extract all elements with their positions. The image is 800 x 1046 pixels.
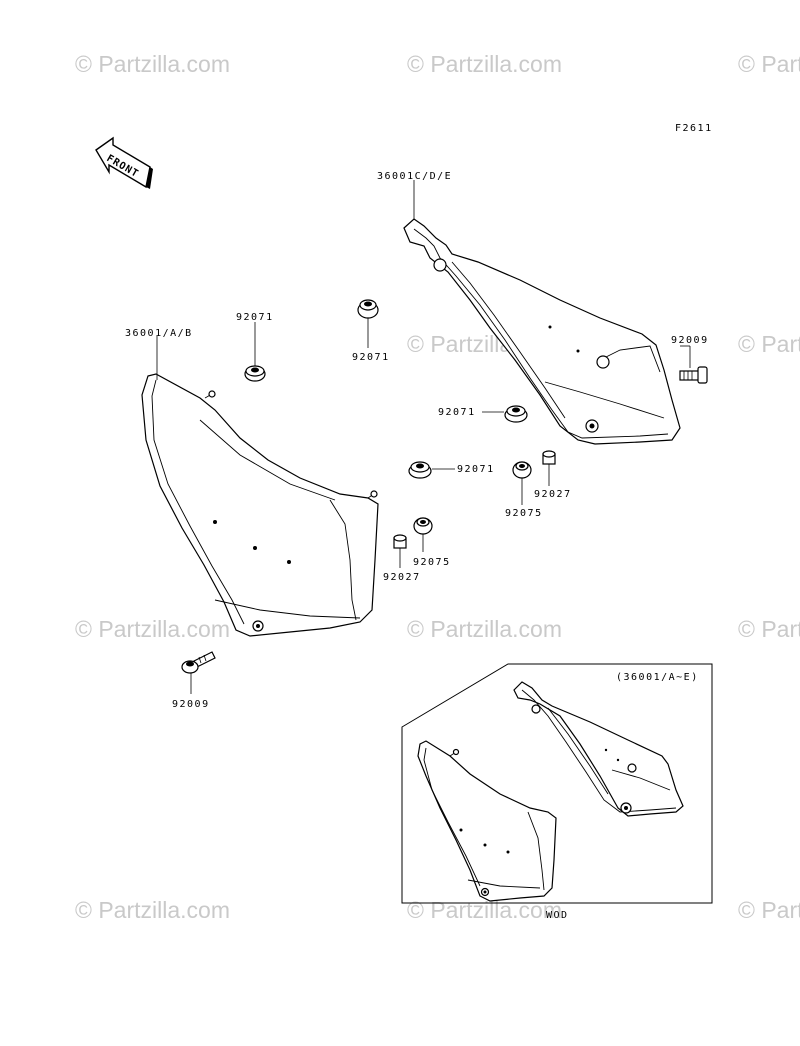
watermark: © Partzilla.com: [75, 616, 230, 642]
watermark: © Partzilla.com: [75, 51, 230, 77]
inset-title: (36001/A~E): [616, 672, 699, 683]
bolt-92009: [679, 366, 708, 384]
grommet-92071: [504, 405, 528, 423]
watermark: © Partzilla.com: [75, 897, 230, 923]
grommet-92071: [244, 365, 266, 382]
spacer-92027: [542, 450, 556, 465]
part-callout-92071[interactable]: 92071: [352, 352, 390, 363]
spacer-92027: [393, 534, 407, 549]
part-callout-92009[interactable]: 92009: [671, 335, 709, 346]
grommet-92071: [357, 299, 379, 319]
part-callout-92071[interactable]: 92071: [457, 464, 495, 475]
inset-caption: WOD: [546, 910, 569, 921]
watermark: © Partzilla.com: [407, 897, 562, 923]
part-callout-36001cde[interactable]: 36001C/D/E: [377, 171, 452, 182]
part-callout-92009[interactable]: 92009: [172, 699, 210, 710]
watermark: © Partzilla.com: [407, 51, 562, 77]
leader-lines: [156, 180, 691, 694]
part-callout-92071[interactable]: 92071: [438, 407, 476, 418]
collar-92075: [512, 461, 532, 479]
watermark: © Partzilla.com: [738, 51, 800, 77]
part-callout-92027[interactable]: 92027: [534, 489, 572, 500]
part-callout-92075[interactable]: 92075: [505, 508, 543, 519]
front-arrow-icon: FRONT: [95, 136, 153, 189]
figure-code: F2611: [675, 123, 713, 134]
inset-box: (36001/A~E) WOD: [401, 663, 713, 921]
part-callout-92071[interactable]: 92071: [236, 312, 274, 323]
grommet-92071: [408, 461, 432, 479]
bolt-92009: [181, 651, 216, 674]
watermark: © Partzilla.com: [738, 331, 800, 357]
part-callout-36001ab[interactable]: 36001/A/B: [125, 328, 193, 339]
callout-labels: 36001C/D/E 36001/A/B 92071 92071 92071 9…: [125, 171, 709, 710]
part-callout-92075[interactable]: 92075: [413, 557, 451, 568]
right-side-cover: [403, 218, 681, 445]
watermark: © Partzilla.com: [738, 616, 800, 642]
watermark: © Partzilla.com: [738, 897, 800, 923]
watermark: © Partzilla.com: [407, 616, 562, 642]
left-side-cover: [141, 373, 379, 637]
collar-92075: [413, 517, 433, 535]
part-callout-92027[interactable]: 92027: [383, 572, 421, 583]
